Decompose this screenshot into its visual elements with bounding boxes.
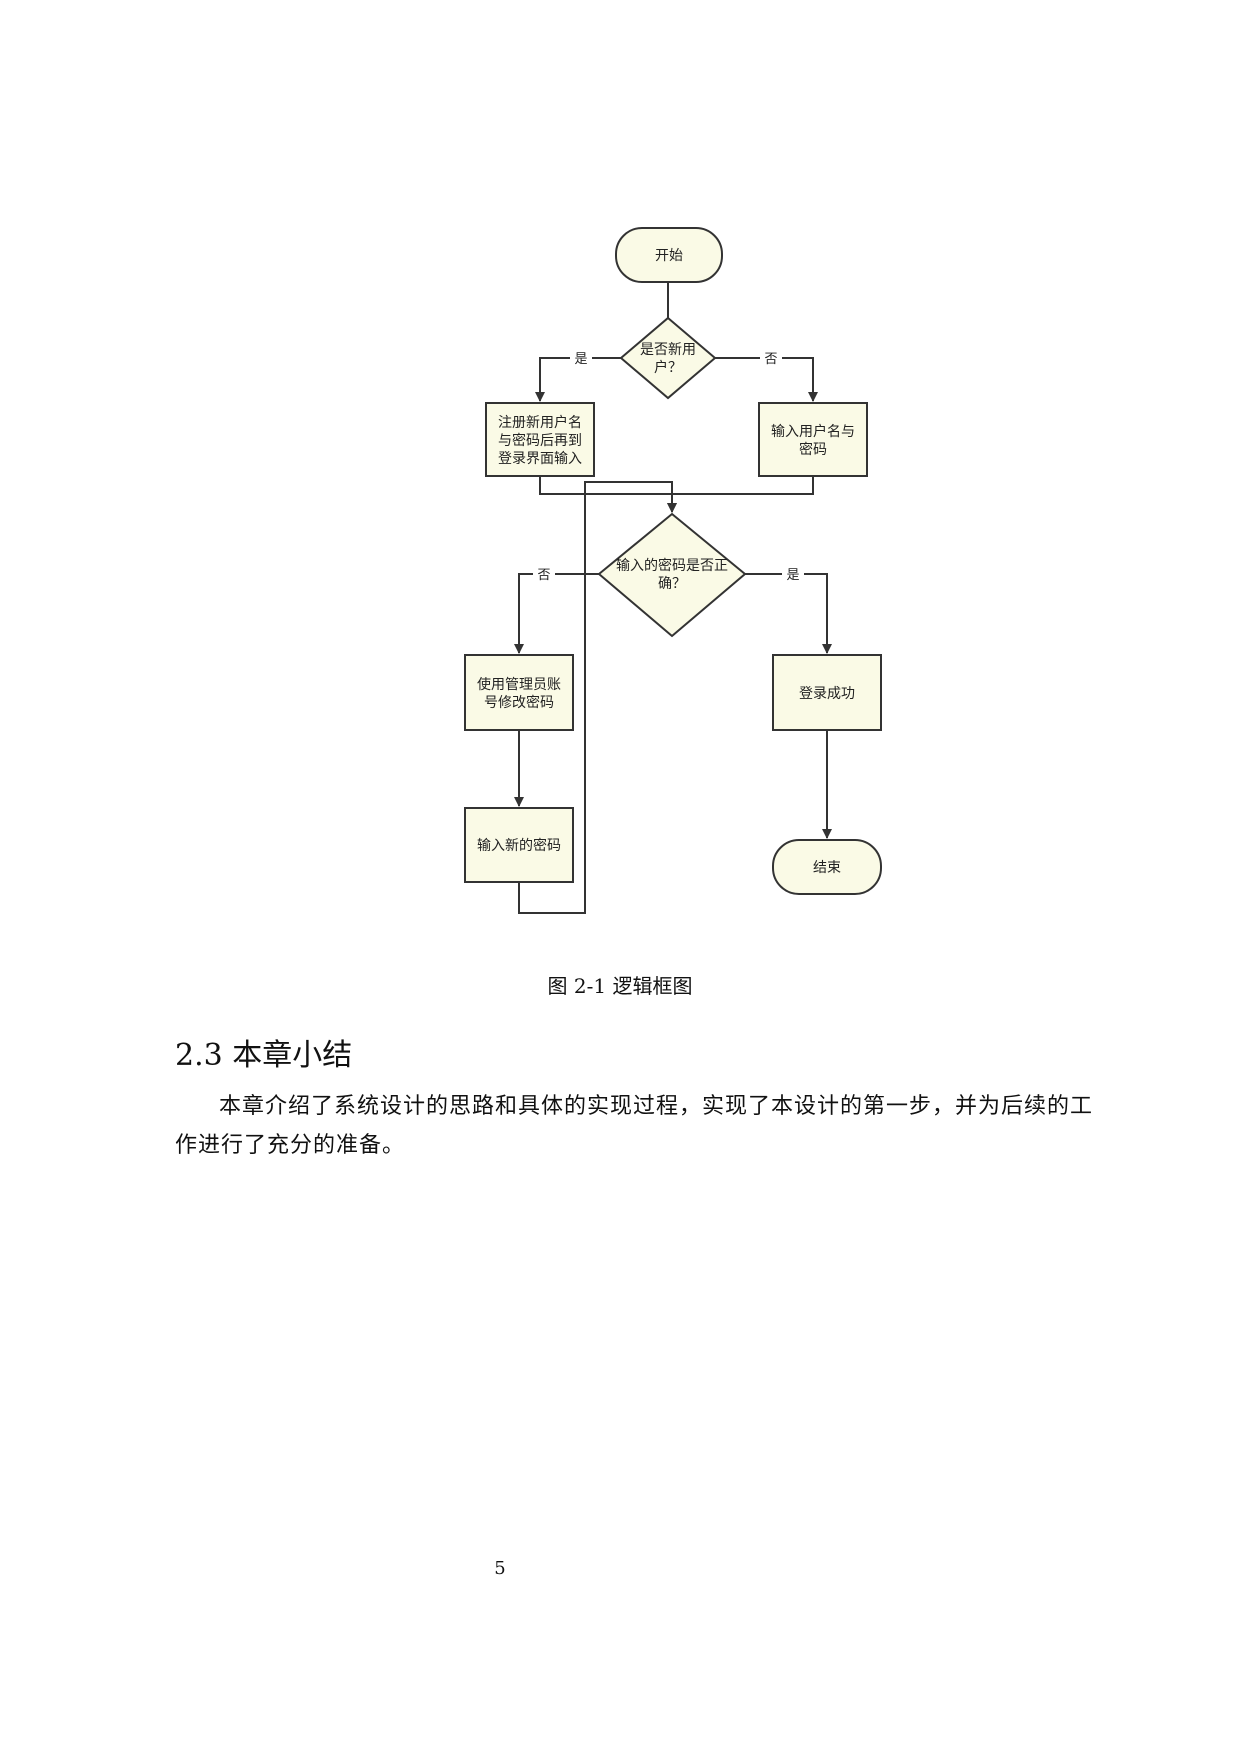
node-login-success-box	[772, 654, 882, 731]
node-admin-modify-box	[464, 654, 574, 731]
node-password-correct-decision	[597, 512, 747, 638]
node-label-input-credentials: 密码	[799, 441, 827, 458]
edges	[514, 282, 832, 914]
edge-input-to-password-check	[672, 476, 814, 495]
edge-decision-yes-to-register	[535, 357, 621, 402]
edge-check-no-to-admin	[514, 573, 599, 654]
node-label-password-correct: 确？	[658, 576, 686, 592]
node-start-terminator	[615, 227, 723, 283]
node-end-terminator	[772, 839, 882, 895]
node-register-box	[485, 402, 595, 477]
label-no-new-user: 否	[764, 352, 777, 367]
node-label-admin-modify: 号修改密码	[484, 694, 554, 711]
node-label-input-new-password: 输入新的密码	[477, 837, 561, 854]
edge-labels: 是 否 否 是	[533, 348, 804, 584]
edge-register-to-password-check	[539, 476, 672, 495]
node-label-admin-modify: 使用管理员账	[477, 676, 561, 693]
node-label-is-new-user: 是否新用	[640, 342, 696, 358]
edge-check-yes-to-success	[745, 573, 832, 654]
edge-decision-no-to-input	[715, 357, 818, 402]
node-label-input-credentials: 输入用户名与	[771, 423, 855, 440]
figure-caption: 图 2-1 逻辑框图	[547, 974, 693, 998]
node-label-end: 结束	[813, 860, 841, 876]
node-label-is-new-user: 户？	[654, 359, 682, 376]
label-yes-correct: 是	[786, 568, 799, 583]
section-heading: 2.3 本章小结	[175, 1038, 353, 1073]
node-label-register: 登录界面输入	[498, 451, 582, 467]
node-label-start: 开始	[655, 248, 683, 264]
node-input-credentials-box	[758, 402, 868, 477]
node-is-new-user-decision	[619, 316, 717, 400]
label-yes-new-user: 是	[574, 352, 587, 367]
node-label-register: 与密码后再到	[498, 432, 582, 449]
node-label-password-correct: 输入的密码是否正	[616, 557, 728, 574]
edge-loop-back-to-check	[518, 481, 677, 914]
label-no-correct: 否	[537, 568, 550, 583]
node-label-login-success: 登录成功	[799, 686, 855, 702]
node-input-new-password-box	[464, 807, 574, 883]
page-number: 5	[494, 1558, 506, 1579]
section-paragraph: 本章介绍了系统设计的思路和具体的实现过程，实现了本设计的第一步，并为后续的工作进…	[175, 1094, 1094, 1158]
node-label-register: 注册新用户名	[498, 414, 582, 431]
nodes	[464, 227, 882, 895]
